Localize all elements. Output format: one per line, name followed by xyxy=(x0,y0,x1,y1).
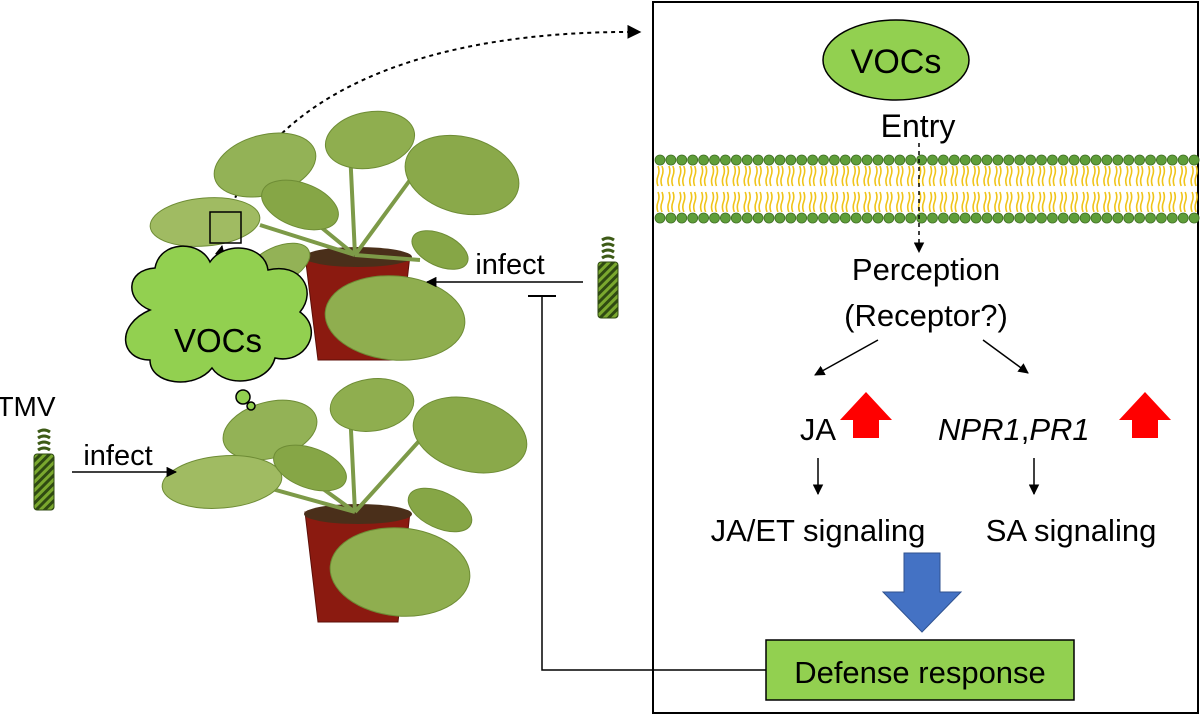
up-arrow-icon xyxy=(1119,392,1171,438)
perception-label: Perception xyxy=(852,252,1000,287)
inhibition-line xyxy=(541,296,766,671)
vocs-ellipse-label: VOCs xyxy=(851,43,942,81)
comma-text: , xyxy=(1021,412,1030,447)
arrow-to-ja xyxy=(814,339,879,376)
arrow-to-npr1 xyxy=(982,339,1029,374)
plant-icon xyxy=(161,378,528,623)
npr1-pr1-label: NPR1,PR1 xyxy=(938,412,1090,447)
entry-label: Entry xyxy=(881,108,956,144)
leaf-zoom-square xyxy=(209,211,242,244)
infect-left-label: infect xyxy=(83,440,152,472)
pr1-text: PR1 xyxy=(1029,412,1089,447)
tmv-virus-icon xyxy=(596,236,620,320)
plant-icon xyxy=(149,110,520,361)
thought-cloud-icon: VOCs xyxy=(124,245,312,411)
sa-signaling-label: SA signaling xyxy=(986,513,1157,548)
defense-response-label: Defense response xyxy=(794,655,1046,690)
big-down-arrow-icon xyxy=(881,552,963,633)
infect-right-label: infect xyxy=(475,249,544,281)
receptor-label: (Receptor?) xyxy=(844,298,1008,333)
ja-label: JA xyxy=(800,412,837,447)
defense-response-box: Defense response xyxy=(765,639,1075,701)
vocs-ellipse-node: VOCs xyxy=(822,19,970,101)
npr1-text: NPR1 xyxy=(938,412,1021,447)
tmv-label: TMV xyxy=(0,391,56,422)
vocs-cloud-label: VOCs xyxy=(174,322,262,359)
tmv-virus-icon xyxy=(32,428,56,512)
ja-et-signaling-label: JA/ET signaling xyxy=(711,513,926,548)
up-arrow-icon xyxy=(840,392,892,438)
